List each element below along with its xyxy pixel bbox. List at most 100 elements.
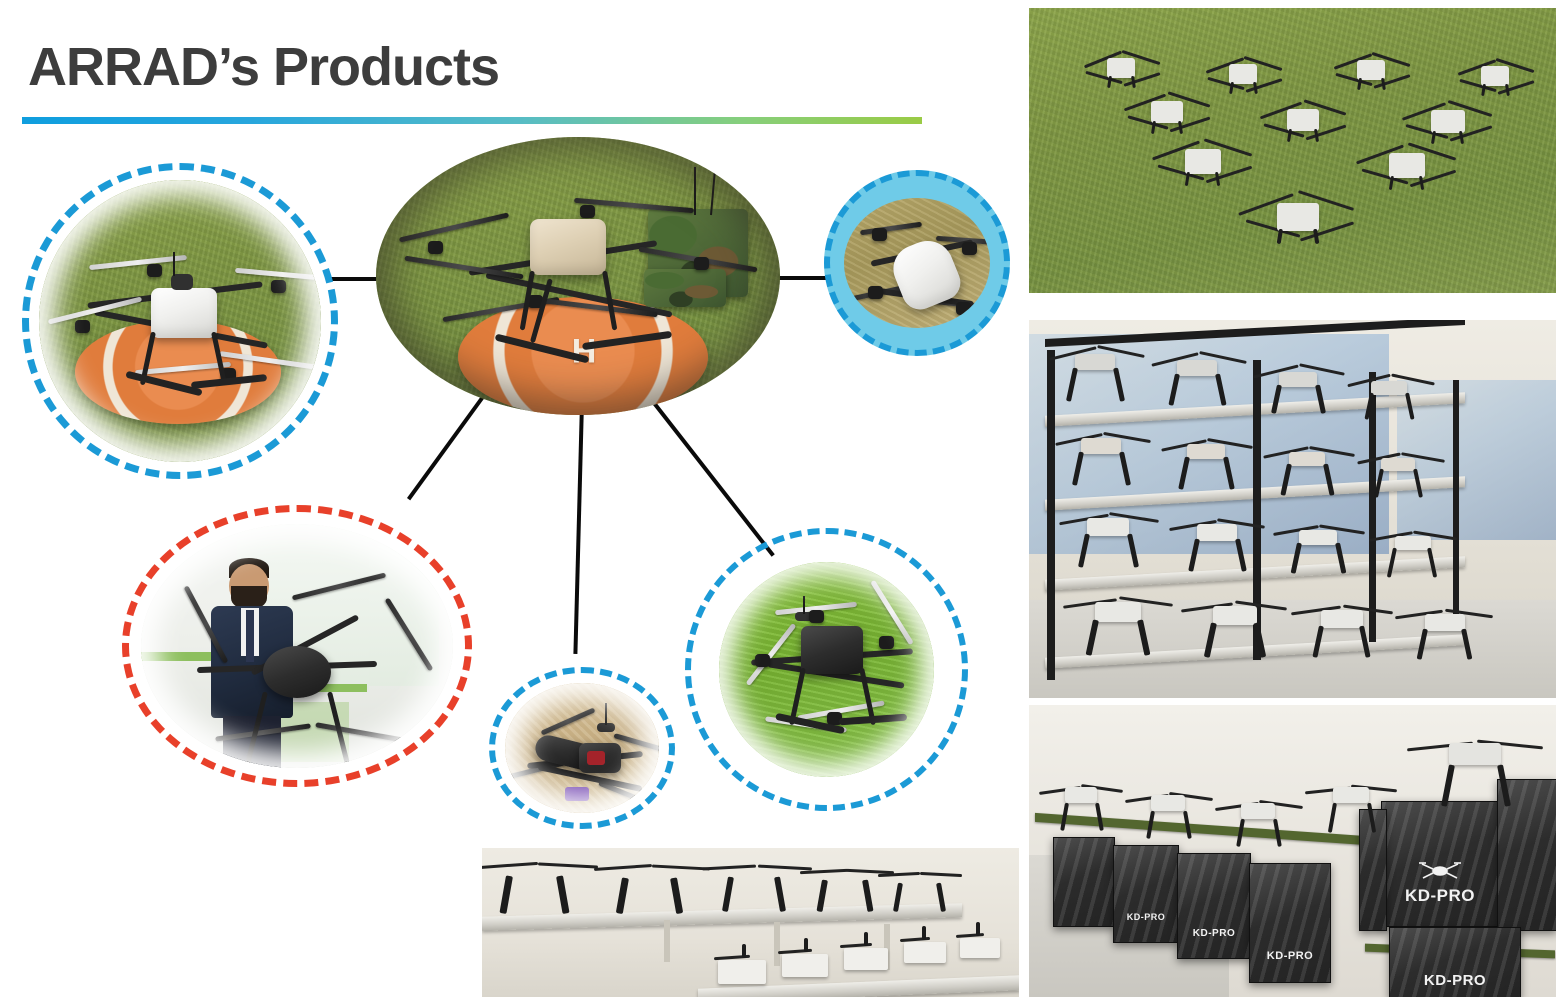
- node-team[interactable]: [122, 505, 472, 787]
- propeller: [701, 864, 757, 871]
- landing-leg: [1312, 625, 1324, 658]
- node-fpv[interactable]: [489, 667, 675, 829]
- landing-leg: [1323, 463, 1335, 496]
- shelf-post: [1453, 380, 1459, 630]
- landing-leg: [1085, 619, 1099, 656]
- landing-leg: [1235, 538, 1247, 572]
- crate-label: KD-PRO: [1423, 972, 1487, 989]
- window-panel: [1397, 380, 1556, 540]
- node-vtol[interactable]: [824, 170, 1010, 356]
- stored-drone: [1151, 351, 1247, 406]
- stored-drone: [1273, 524, 1365, 574]
- payload-box: [1177, 360, 1217, 376]
- connector-lower-center: [573, 401, 584, 654]
- landing-leg: [1271, 384, 1282, 414]
- photo-fleet[interactable]: [1029, 8, 1556, 293]
- propeller: [877, 871, 921, 878]
- motor: [580, 205, 595, 218]
- packed-drone: [1407, 735, 1543, 807]
- payload-box: [1431, 110, 1465, 133]
- packed-drone: [1038, 783, 1124, 831]
- shipping-crate: KD-PRO: [1177, 853, 1251, 959]
- shelf-post: [1253, 360, 1261, 660]
- shelf-post: [1047, 350, 1055, 680]
- landing-leg: [893, 882, 903, 912]
- stored-drone: [1063, 594, 1173, 656]
- payload-box: [1095, 602, 1141, 622]
- crate-label: KD-PRO: [1192, 928, 1236, 939]
- node-agri[interactable]: [685, 528, 968, 811]
- node-fpv-photo: [505, 683, 659, 813]
- landing-leg: [1359, 625, 1371, 658]
- photo-racks[interactable]: [1029, 320, 1556, 698]
- stored-drone: [1357, 452, 1445, 498]
- node-vtol-photo: [844, 198, 990, 328]
- landing-leg: [1276, 228, 1283, 245]
- payload-box: [530, 219, 606, 275]
- payload-box: [1333, 787, 1369, 803]
- mast: [976, 922, 980, 936]
- landing-leg: [774, 876, 787, 912]
- landing-leg: [1077, 533, 1090, 568]
- photo-fleet-scene: [1029, 8, 1556, 293]
- airframe: [482, 858, 599, 915]
- photo-production[interactable]: [482, 848, 1019, 997]
- gps-module-icon: [597, 723, 615, 732]
- packed-drone: [1304, 783, 1398, 833]
- landing-leg: [1188, 538, 1200, 572]
- photo-edge-fade: [719, 562, 934, 777]
- payload-box: [1395, 536, 1431, 550]
- payload-box: [1299, 530, 1337, 545]
- drone-hub: [263, 646, 331, 698]
- landing-leg: [1374, 468, 1384, 498]
- payload-box: [1075, 354, 1115, 370]
- payload-box: [1229, 64, 1257, 84]
- mast: [804, 938, 808, 952]
- photo-production-scene: [482, 848, 1019, 997]
- motor: [872, 228, 887, 241]
- antenna-icon: [694, 167, 696, 215]
- landing-leg: [1335, 542, 1347, 574]
- shipping-crate: KD-PRO: [1113, 845, 1179, 943]
- landing-leg: [1386, 547, 1397, 578]
- payload-box: [1151, 795, 1185, 811]
- landing-leg: [1203, 622, 1217, 658]
- stored-drone: [1347, 373, 1435, 420]
- payload-box: [1425, 614, 1465, 631]
- landing-leg: [1168, 373, 1180, 406]
- landing-leg: [936, 882, 946, 912]
- fpv-battery: [565, 787, 589, 801]
- oval-edge-fade: [376, 137, 780, 415]
- photo-crates[interactable]: KD-PRO KD-PRO KD-PRO KD-PRO KD-PRO: [1029, 705, 1556, 997]
- landing-leg: [1253, 622, 1267, 658]
- node-white-quad[interactable]: [22, 163, 338, 479]
- center-drone-oval[interactable]: H: [376, 137, 780, 415]
- payload-box: [1321, 610, 1363, 628]
- motor: [827, 712, 842, 725]
- payload-unit: [954, 922, 1010, 962]
- airframe: [701, 860, 813, 912]
- landing-leg: [1184, 171, 1190, 187]
- landing-leg: [1427, 547, 1438, 578]
- landing-leg: [670, 877, 684, 915]
- landing-leg: [1071, 451, 1084, 486]
- fleet-drone: [1083, 49, 1161, 89]
- landing-leg: [1497, 764, 1511, 807]
- landing-leg: [1183, 810, 1192, 839]
- landing-leg: [1364, 392, 1374, 420]
- landing-leg: [1405, 392, 1415, 420]
- payload-box: [1107, 58, 1135, 78]
- landing-leg: [1357, 77, 1362, 91]
- motor: [962, 242, 977, 255]
- payload-box: [1241, 803, 1275, 819]
- connector-lower-right: [645, 392, 775, 557]
- antenna-icon: [803, 596, 805, 614]
- landing-leg: [1273, 818, 1282, 847]
- photo-crates-scene: KD-PRO KD-PRO KD-PRO KD-PRO KD-PRO: [1029, 705, 1556, 997]
- photo-edge-fade: [141, 524, 453, 768]
- payload-box: [904, 942, 946, 963]
- payload-box: [1481, 66, 1509, 86]
- antenna-icon: [173, 252, 175, 276]
- page-title: ARRAD’s Products: [28, 37, 500, 97]
- landing-leg: [1388, 175, 1394, 191]
